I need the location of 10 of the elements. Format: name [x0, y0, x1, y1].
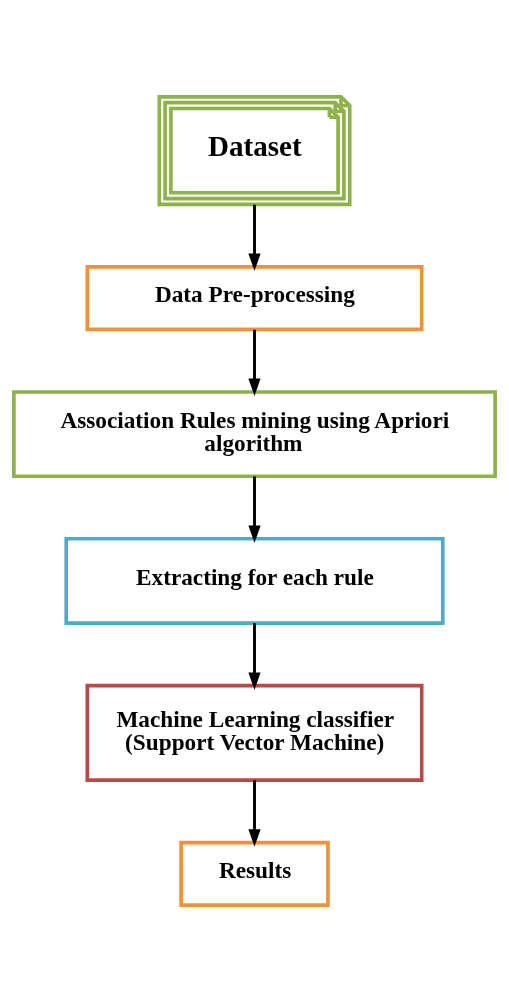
arrow	[248, 622, 261, 690]
node-box: Extracting for each rule	[64, 536, 445, 625]
node-box: Association Rules mining using Apriori algorithm	[12, 389, 497, 478]
arrow	[248, 779, 261, 847]
arrow	[248, 204, 261, 271]
node-box: Data Pre-processing	[85, 264, 424, 331]
arrow	[248, 475, 261, 543]
arrow	[248, 329, 261, 396]
node-box: Results	[179, 840, 330, 907]
node-box: Machine Learning classifier (Support Vector Machine)	[85, 683, 424, 782]
